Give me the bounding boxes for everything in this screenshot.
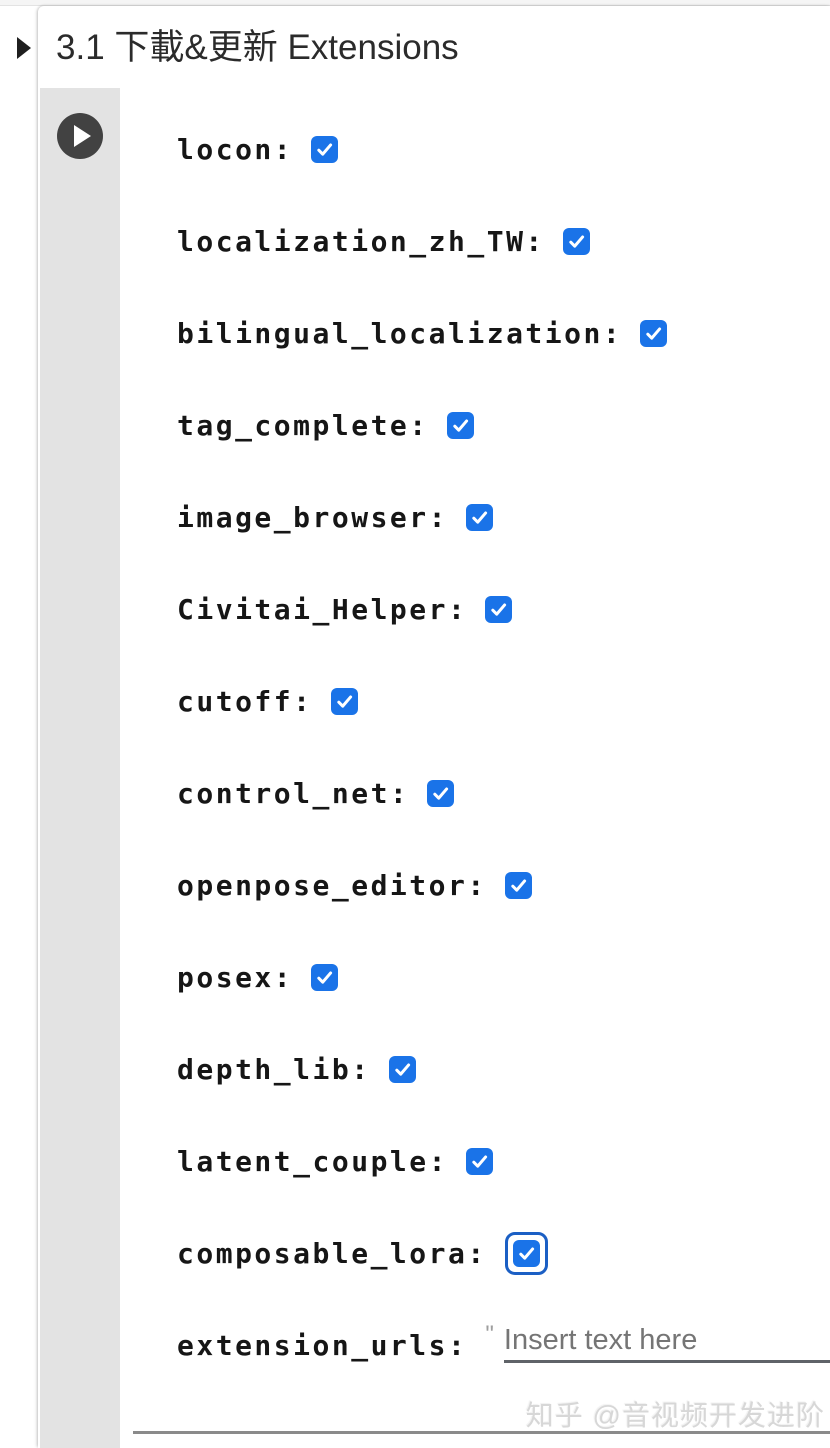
watermark: 知乎 @音视频开发进阶 [525, 1400, 825, 1431]
colab-form-cell: 3.1 下載&更新 Extensions locon: localization… [38, 6, 830, 1448]
checkbox-checked[interactable] [466, 503, 494, 531]
checkbox-checked[interactable] [330, 687, 358, 715]
checkmark-icon [519, 1246, 534, 1260]
checkbox-focus-ring [504, 1231, 548, 1275]
form-field-row: locon: [177, 103, 830, 195]
form-field-row: latent_couple: [177, 1115, 830, 1207]
form-field-row: cutoff: [177, 655, 830, 747]
checkmark-icon [472, 510, 488, 524]
checkmark-icon [472, 1154, 488, 1168]
checkbox-checked[interactable] [446, 411, 474, 439]
form-field-row: depth_lib: [177, 1023, 830, 1115]
field-label: cutoff: [177, 684, 313, 718]
form-field-row: posex: [177, 931, 830, 1023]
form-field-row: Civitai_Helper: [177, 563, 830, 655]
checkmark-icon [511, 878, 526, 892]
checkbox-checked[interactable] [311, 135, 339, 163]
run-cell-button[interactable] [57, 113, 103, 159]
field-label: control_net: [177, 776, 410, 810]
divider [133, 1431, 830, 1434]
field-label: localization_zh_TW: [177, 224, 545, 258]
form-field-row: bilingual_localization: [177, 287, 830, 379]
checkmark-icon [336, 694, 352, 708]
cell-gutter [40, 88, 120, 1448]
field-label: depth_lib: [177, 1052, 371, 1086]
form-field-row: openpose_editor: [177, 839, 830, 931]
checkbox-checked[interactable] [562, 227, 590, 255]
checkbox-checked[interactable] [388, 1055, 416, 1083]
form-field-row: image_browser: [177, 471, 830, 563]
collapse-section-icon[interactable] [17, 37, 31, 59]
form-field-row: control_net: [177, 747, 830, 839]
field-label: locon: [177, 132, 294, 166]
checkbox-checked[interactable] [427, 779, 455, 807]
checkbox-checked[interactable] [485, 595, 513, 623]
checkbox-checked[interactable] [640, 319, 668, 347]
field-label: posex: [177, 960, 294, 994]
checkbox-checked[interactable] [311, 963, 339, 991]
cell-body: locon: localization_zh_TW: bilingual_loc… [38, 88, 830, 1448]
checkmark-icon [646, 326, 662, 340]
checkmark-icon [317, 142, 333, 156]
field-label: latent_couple: [177, 1144, 449, 1178]
form-fields: locon: localization_zh_TW: bilingual_loc… [120, 88, 830, 1448]
checkbox-checked[interactable] [466, 1147, 494, 1175]
play-icon [74, 125, 91, 147]
form-field-row: composable_lora: [177, 1207, 830, 1299]
field-label: image_browser: [177, 500, 449, 534]
checkmark-icon [433, 786, 449, 800]
field-label: Civitai_Helper: [177, 592, 468, 626]
field-label: tag_complete: [177, 408, 429, 442]
checkmark-icon [491, 602, 507, 616]
checkmark-icon [569, 234, 584, 248]
field-label: openpose_editor: [177, 868, 487, 902]
quote-mark: " [485, 1321, 494, 1348]
checkmark-icon [394, 1062, 410, 1076]
form-field-row: extension_urls: " [177, 1299, 830, 1391]
field-label: extension_urls: [177, 1328, 468, 1362]
checkmark-icon [317, 970, 333, 984]
checkbox-checked[interactable] [512, 1239, 540, 1267]
checkbox-checked[interactable] [504, 871, 532, 899]
field-label: bilingual_localization: [177, 316, 623, 350]
field-label: composable_lora: [177, 1236, 487, 1270]
extension-urls-input[interactable] [503, 1321, 830, 1363]
page-top-strip [0, 0, 830, 6]
checkmark-icon [452, 418, 468, 432]
section-title: 3.1 下載&更新 Extensions [56, 28, 459, 67]
form-field-row: localization_zh_TW: [177, 195, 830, 287]
form-field-row: tag_complete: [177, 379, 830, 471]
